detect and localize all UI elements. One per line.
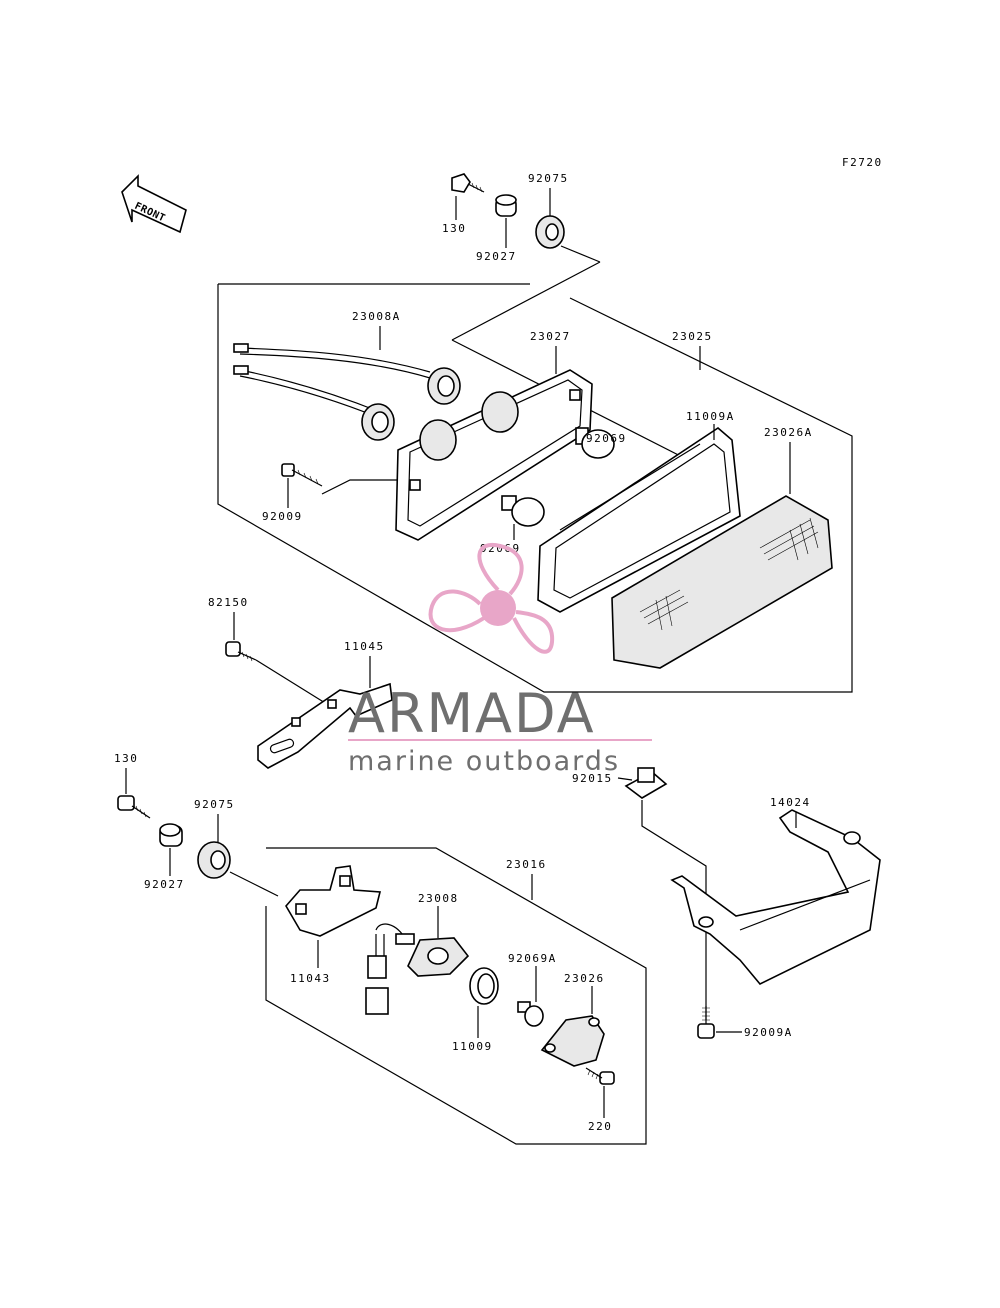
- bulb-92069-top-icon: [575, 427, 615, 459]
- label-23016: 23016: [506, 858, 547, 871]
- label-92069A: 92069A: [508, 952, 557, 965]
- label-92009: 92009: [262, 510, 303, 523]
- label-23026A: 23026A: [764, 426, 813, 439]
- bracket-11043-icon: [285, 865, 382, 937]
- armada-logo-icon: [428, 542, 555, 654]
- grommet-92075-bottom-icon: [197, 841, 231, 879]
- label-23027: 23027: [530, 330, 571, 343]
- label-220: 220: [588, 1120, 612, 1133]
- label-92027-top: 92027: [476, 250, 517, 263]
- bulb-92069A-icon: [517, 1001, 544, 1027]
- screw-220-icon: [585, 1067, 615, 1085]
- label-14024: 14024: [770, 796, 811, 809]
- collar-92027-bottom-icon: [159, 823, 183, 847]
- wiring-harness-23008A-icon: [233, 343, 461, 441]
- front-arrow-icon: FRONT: [121, 174, 187, 234]
- bolt-82150-icon: [225, 641, 257, 662]
- clip-nut-92015-icon: [624, 767, 668, 799]
- lens-23026A-icon: [611, 495, 833, 669]
- label-92075-bottom: 92075: [194, 798, 235, 811]
- lens-frame-11009A-icon: [537, 426, 741, 613]
- label-11045: 11045: [344, 640, 385, 653]
- watermark-tagline: marine outboards: [348, 746, 620, 777]
- label-92027-bottom: 92027: [144, 878, 185, 891]
- collar-92027-top-icon: [495, 194, 517, 217]
- label-130-bottom: 130: [114, 752, 138, 765]
- label-11009: 11009: [452, 1040, 493, 1053]
- label-23008: 23008: [418, 892, 459, 905]
- label-23008A: 23008A: [352, 310, 401, 323]
- bulb-92069-mid-icon: [501, 495, 545, 527]
- label-82150: 82150: [208, 596, 249, 609]
- screw-92009-icon: [281, 463, 323, 487]
- label-23026: 23026: [564, 972, 605, 985]
- bracket-11045-icon: [257, 682, 393, 769]
- label-23025: 23025: [672, 330, 713, 343]
- label-92015: 92015: [572, 772, 613, 785]
- label-92075-top: 92075: [528, 172, 569, 185]
- fender-14024-icon: [670, 809, 881, 985]
- label-11009A: 11009A: [686, 410, 735, 423]
- label-92069-top: 92069: [586, 432, 627, 445]
- grommet-92075-top-icon: [535, 215, 565, 249]
- label-130-top: 130: [442, 222, 466, 235]
- bolt-130-top-icon: [451, 173, 485, 193]
- lens-23026-icon: [540, 1015, 605, 1067]
- lamp-housing-23027-icon: [395, 369, 593, 541]
- figure-code: F2720: [842, 156, 883, 169]
- label-11043: 11043: [290, 972, 331, 985]
- socket-23008-icon: [365, 923, 470, 1015]
- screw-92009A-icon: [697, 1006, 715, 1039]
- gasket-11009-icon: [469, 967, 499, 1005]
- watermark-brand: ARMADA: [348, 682, 596, 745]
- bolt-130-bottom-icon: [117, 795, 151, 819]
- label-92009A: 92009A: [744, 1026, 793, 1039]
